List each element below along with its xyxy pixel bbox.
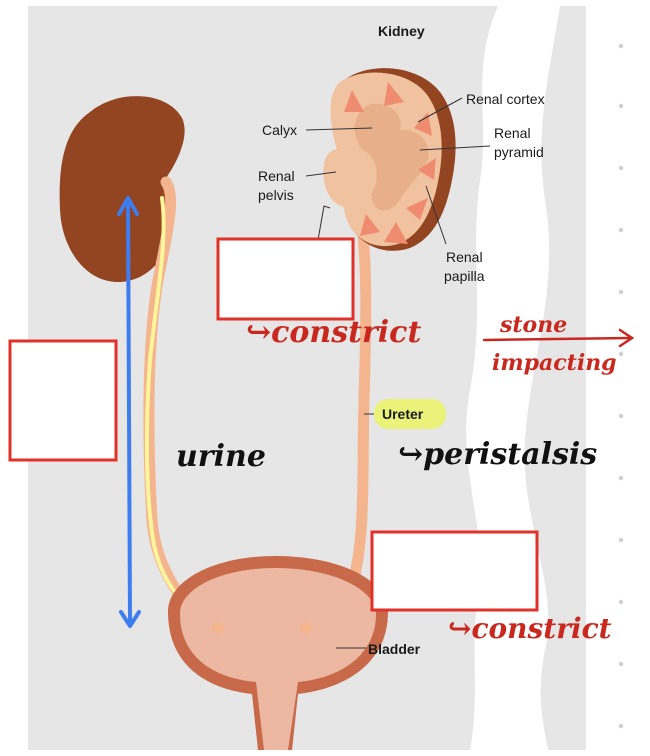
label-ureter: Ureter	[382, 406, 424, 422]
leader-lines	[305, 97, 491, 649]
annotation-constrict-bottom: ↪constrict	[448, 612, 612, 645]
urine-path	[144, 196, 212, 624]
stone-arrow	[482, 328, 635, 348]
left-ureter-opening	[212, 622, 224, 634]
annotation-constrict-top: ↪constrict	[246, 315, 421, 350]
annotation-stone: stone	[499, 312, 567, 338]
label-renal-pelvis-line2: pelvis	[258, 187, 294, 203]
label-calyx: Calyx	[262, 122, 297, 138]
bladder-body	[180, 568, 376, 750]
label-renal-pelvis-line1: Renal	[258, 168, 295, 184]
kidney-title: Kidney	[378, 23, 425, 39]
annotation-urine: urine	[176, 439, 266, 474]
label-renal-papilla-line1: Renal	[446, 249, 483, 265]
margin-dots	[618, 43, 624, 729]
label-renal-pyramid-line1: Renal	[494, 125, 531, 141]
right-ureter-opening	[300, 622, 312, 634]
label-renal-papilla-line2: papilla	[444, 268, 485, 284]
left-kidney	[59, 96, 185, 283]
annotation-peristalsis: ↪peristalsis	[398, 437, 597, 472]
renal-pelvis	[323, 146, 377, 208]
blue-double-arrow	[117, 196, 141, 628]
renal-pyramids	[344, 82, 436, 244]
blank-label-box-3[interactable]	[370, 530, 539, 612]
blank-label-box-1[interactable]	[216, 237, 355, 321]
label-bladder: Bladder	[368, 641, 421, 657]
annotation-impacting: impacting	[492, 350, 617, 376]
label-renal-cortex: Renal cortex	[466, 91, 545, 107]
blank-label-box-2[interactable]	[8, 339, 118, 462]
label-renal-pyramid-line2: pyramid	[494, 144, 544, 160]
ureter-highlight	[374, 399, 446, 429]
